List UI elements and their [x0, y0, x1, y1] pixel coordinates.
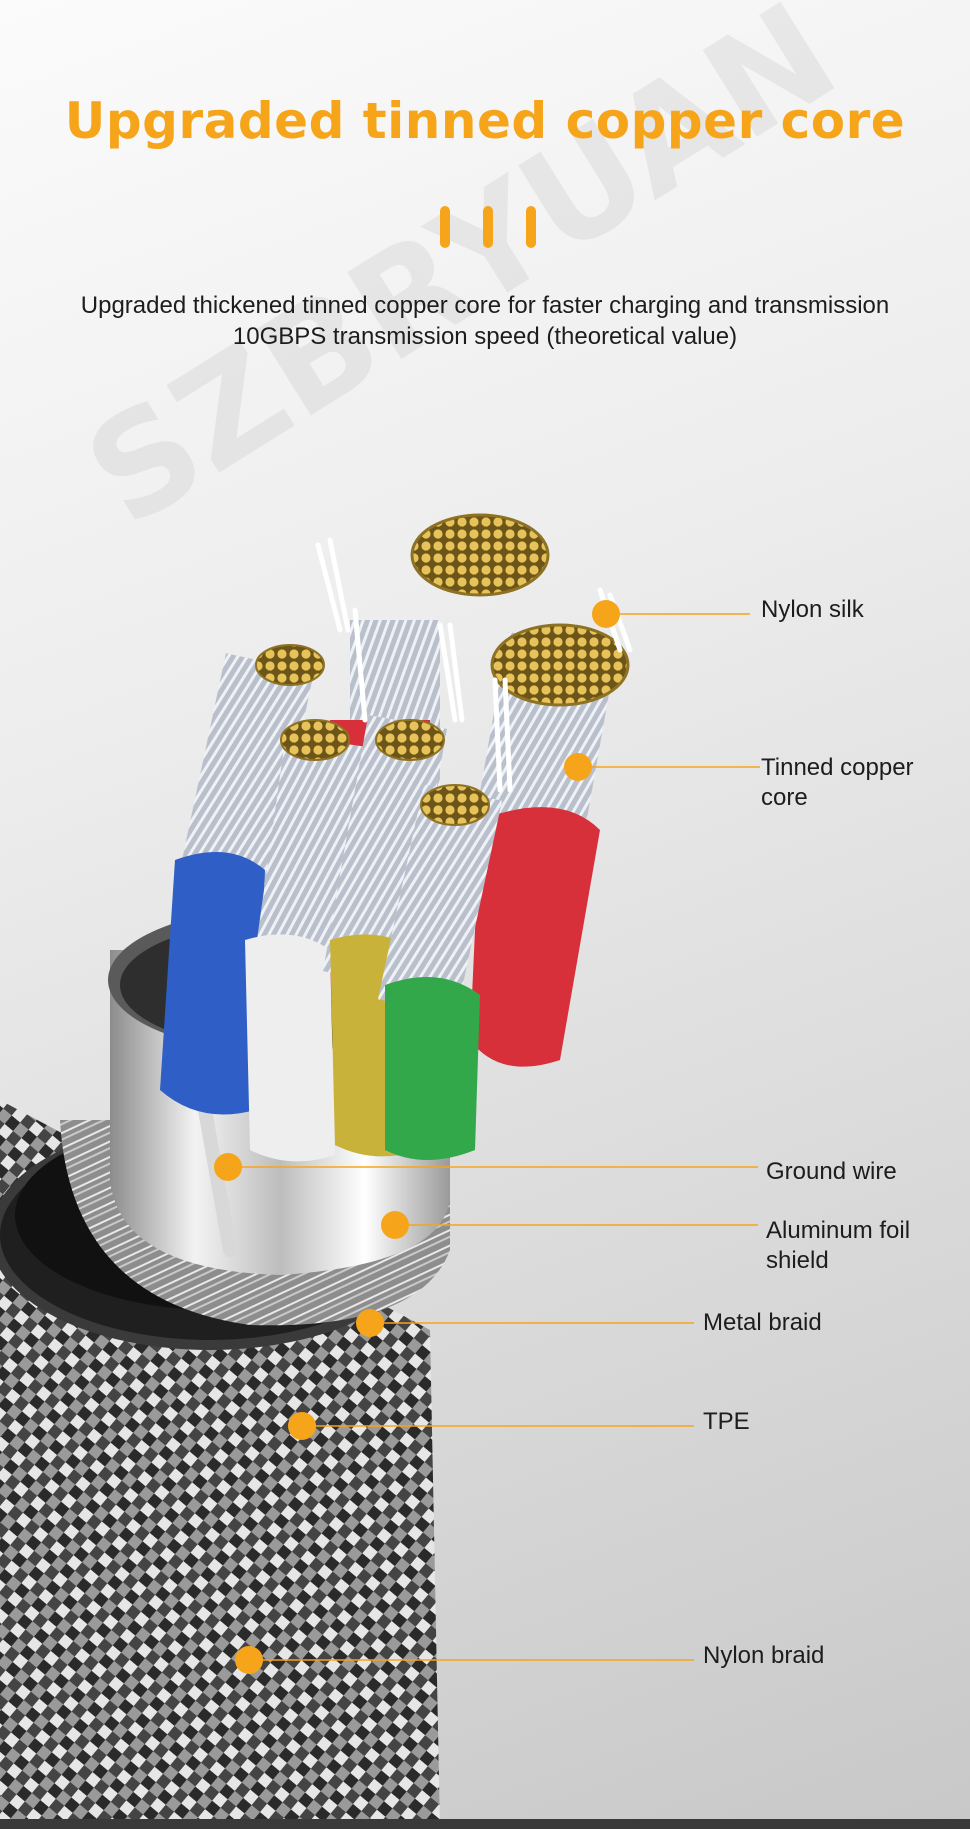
callout-aluminum-foil-shield: Aluminum foil shield: [766, 1216, 910, 1276]
dot-ground-wire: [214, 1153, 242, 1181]
dot-metal-braid: [356, 1309, 384, 1337]
dot-tpe: [288, 1412, 316, 1440]
dot-tinned-copper-core: [564, 753, 592, 781]
nylon-silk-threads: [315, 537, 633, 793]
dot-aluminum-foil-shield: [381, 1211, 409, 1239]
callout-nylon-silk: Nylon silk: [761, 595, 864, 625]
callout-label-line: Ground wire: [766, 1158, 897, 1185]
accent-bar: [440, 206, 450, 248]
bottom-edge: [0, 1819, 970, 1829]
callout-tinned-copper-core: Tinned copper core: [761, 753, 914, 813]
description: Upgraded thickened tinned copper core fo…: [0, 290, 970, 352]
callout-label-line: Nylon silk: [761, 596, 864, 623]
accent-bars: [440, 206, 536, 248]
dot-nylon-braid: [235, 1646, 263, 1674]
callout-label-line: Nylon braid: [703, 1642, 825, 1669]
callout-label-line: Aluminum foil: [766, 1217, 911, 1244]
tinned-copper-ends: [255, 513, 630, 826]
callout-nylon-braid: Nylon braid: [703, 1641, 824, 1671]
callout-label-line: shield: [766, 1247, 829, 1274]
callout-label-line: TPE: [703, 1408, 750, 1435]
accent-bar: [526, 206, 536, 248]
description-line-2: 10GBPS transmission speed (theoretical v…: [232, 323, 738, 350]
ground-wire: [198, 1103, 237, 1257]
page-title: Upgraded tinned copper core: [64, 92, 906, 150]
callout-pointers: [214, 600, 760, 1674]
callout-label-line: Tinned copper: [761, 754, 914, 781]
accent-bar: [483, 206, 493, 248]
callout-metal-braid: Metal braid: [703, 1308, 822, 1338]
callout-tpe: TPE: [703, 1407, 750, 1437]
callout-label-line: Metal braid: [703, 1309, 822, 1336]
insulated-conductors: [160, 620, 617, 1162]
callout-ground-wire: Ground wire: [766, 1157, 897, 1187]
description-line-1: Upgraded thickened tinned copper core fo…: [80, 292, 890, 319]
callout-label-line: core: [761, 784, 808, 811]
dot-nylon-silk: [592, 600, 620, 628]
